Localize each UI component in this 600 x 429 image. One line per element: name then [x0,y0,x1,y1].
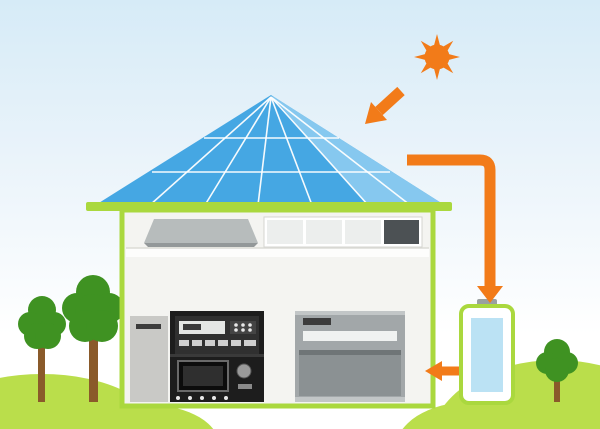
storage-battery [459,299,515,405]
panel-button [234,323,238,327]
tree-trunk [38,340,45,402]
indicator-dot [224,396,228,400]
panel-button [241,323,245,327]
roof-eave [86,202,452,211]
arrow-head [477,286,503,303]
panel-button [231,340,241,346]
solar-grid-line [204,96,272,206]
panel-button [248,328,252,332]
upper-awning [144,219,258,243]
dishwasher-door [299,350,401,396]
sun-ray [433,67,441,80]
tree-trunk [89,325,98,402]
dishwasher-door-edge [299,350,401,355]
sun-ray [414,53,427,61]
solar-grid-line [149,96,272,206]
indicator-dot [200,396,204,400]
dishwasher-top-edge [295,311,405,315]
solar-grid-line [257,96,272,206]
battery-cell-window [471,318,503,392]
arrow-shaft [407,154,496,287]
microwave-glass [183,366,223,386]
indicator-dot [188,396,192,400]
upper-awning-underside [144,243,258,247]
window-pane [306,220,342,244]
button-cluster [230,321,256,334]
foliage-blob [86,310,118,342]
hill-left-front [86,405,214,429]
tree-right-small [536,339,578,402]
window-pane-dark [384,220,419,244]
arrow-shaft [375,86,405,116]
battery-to-appliance-arrow [425,361,459,381]
kitchen-appliance-stack [130,311,264,402]
upper-floor-band [144,216,423,248]
dishwasher-handle-bar [303,331,397,341]
solar-grid [149,96,411,206]
solar-grid-line [270,96,369,206]
dishwasher-vent-slot [303,318,331,325]
panel-button [248,323,252,327]
solar-grid-line [270,96,313,206]
display-segment [183,324,201,330]
indicator-dot [176,396,180,400]
sun [414,34,460,80]
sunlight-to-roof-arrow [365,86,405,124]
dishwasher [295,311,405,402]
floor-divider [126,248,429,257]
ground-hills [0,360,600,429]
foliage-blob [35,323,61,349]
roof-to-battery-arrow [407,154,503,303]
sun-body [424,44,450,70]
tree-left-small [18,296,66,402]
panel-button [241,328,245,332]
sun-ray [447,53,460,61]
microwave-dial [236,363,252,379]
arrow-head [425,361,442,381]
panel-button [179,340,189,346]
sun-ray [433,34,441,47]
window-pane [345,220,381,244]
side-cabinet [130,316,168,402]
solar-panel-roof [86,95,452,211]
shelf-line [170,354,264,357]
foliage-blob [545,358,569,382]
panel-button [192,340,202,346]
dishwasher-kickplate [295,397,405,402]
indicator-dot [212,396,216,400]
panel-button [244,340,256,346]
house [119,207,436,409]
roof-face-light [271,95,446,206]
tree-trunk [554,370,560,402]
arrow-head [365,102,387,124]
window-pane [267,220,303,244]
solar-grid-line [270,96,411,206]
microwave-button [238,384,252,389]
panel-button [205,340,215,346]
cabinet-vent-slot [136,324,161,329]
panel-button [218,340,228,346]
hill-right-front [402,402,538,429]
tree-left-large [62,275,124,402]
panel-button [234,328,238,332]
